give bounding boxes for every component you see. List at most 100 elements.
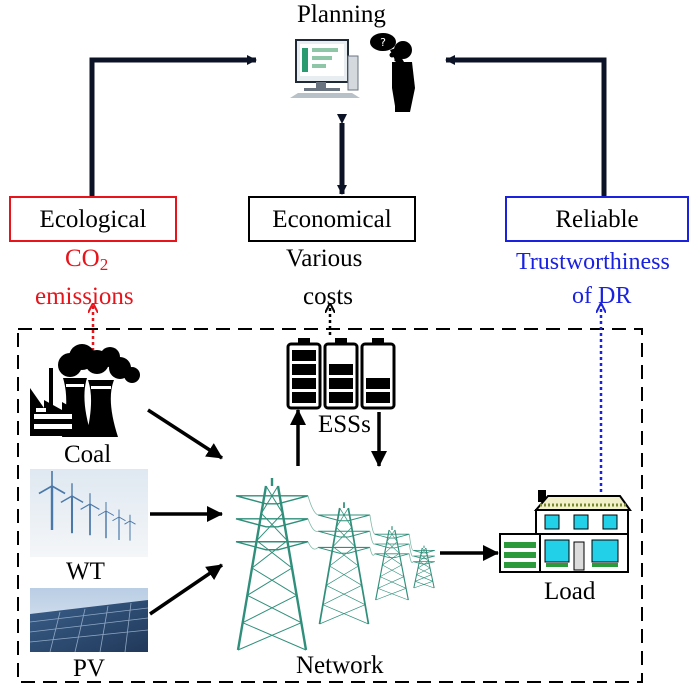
wind-turbines-group	[38, 471, 136, 541]
turbine-blade	[38, 485, 53, 495]
tower-brace	[251, 540, 288, 569]
tower-brace	[413, 581, 433, 589]
tower-brace	[382, 553, 400, 566]
turbine-blade	[112, 516, 120, 522]
turbine-blade	[60, 495, 73, 503]
tower-brace	[375, 588, 407, 601]
co2-sub: 2	[99, 255, 109, 274]
reliable-label: Reliable	[555, 205, 639, 233]
tower-brace	[322, 585, 362, 605]
tower-arm	[374, 543, 410, 549]
tower-arm	[317, 546, 371, 554]
ecological-label: Ecological	[39, 205, 147, 233]
tower-brace	[247, 567, 293, 596]
battery-cell	[292, 350, 316, 361]
tower-brace	[384, 553, 402, 566]
battery-terminal	[298, 338, 310, 344]
tower-brace	[380, 576, 407, 589]
tower-brace	[237, 622, 302, 651]
tower-brace	[415, 574, 432, 582]
power-line	[369, 531, 375, 545]
tower-brace	[326, 565, 359, 586]
economical-box: Economical	[248, 196, 416, 242]
power-line	[369, 547, 376, 556]
co2-main: CO	[65, 245, 100, 272]
power-line	[307, 495, 319, 516]
wind-turbine-icon	[30, 469, 148, 557]
tower-brace	[336, 507, 349, 528]
tower-brace	[416, 574, 433, 582]
wt-label: WT	[66, 558, 105, 585]
trustworthiness-note: Trustworthiness	[516, 249, 670, 275]
network-label: Network	[296, 652, 384, 679]
tower-arm	[413, 550, 435, 554]
turbine-blade	[80, 503, 91, 510]
tower-brace	[420, 547, 427, 555]
power-line	[408, 534, 414, 551]
tower-brace	[377, 576, 404, 589]
tower-brace	[326, 585, 366, 605]
tower-brace	[386, 529, 396, 542]
planning-title: Planning	[297, 1, 386, 28]
battery-cell	[329, 378, 353, 389]
battery-cell	[292, 378, 316, 389]
power-line	[408, 543, 414, 557]
tower-arm	[413, 555, 435, 559]
house-icon	[499, 490, 632, 573]
thinking-person-icon: ?	[370, 33, 415, 112]
battery-icon	[286, 338, 396, 410]
tower-brace	[256, 540, 293, 569]
turbine-blade	[97, 510, 107, 516]
tower-brace	[419, 561, 431, 569]
tower-brace	[329, 565, 362, 586]
tower-arm	[374, 553, 410, 559]
ecological-box: Ecological	[9, 196, 177, 242]
tower-arm	[235, 495, 309, 505]
tower-brace	[329, 546, 356, 567]
turbine-blade	[105, 510, 115, 516]
battery-terminal	[335, 338, 347, 344]
tower-leg	[318, 507, 341, 625]
tower-brace	[322, 604, 369, 625]
tower-brace	[265, 485, 284, 514]
economical-label: Economical	[272, 205, 392, 233]
tower-brace	[382, 564, 404, 577]
tower-brace	[380, 564, 402, 577]
battery-cell	[366, 392, 390, 403]
tower-arm	[374, 533, 410, 539]
battery-terminal	[372, 338, 384, 344]
power-line	[369, 514, 376, 535]
turbine-blade	[124, 520, 131, 525]
esss-label: ESSs	[318, 411, 371, 438]
tower-brace	[417, 561, 429, 569]
solar-panel-icon	[29, 588, 149, 653]
tower-arm	[235, 518, 309, 528]
tower-brace	[416, 567, 431, 575]
computer-icon	[290, 39, 360, 98]
tower-brace	[421, 547, 428, 555]
tower-brace	[242, 622, 307, 651]
coal-plant-icon	[30, 344, 140, 437]
battery-cell	[329, 364, 353, 375]
battery-cell	[292, 364, 316, 375]
tower-brace	[415, 581, 435, 589]
tower-brace	[388, 529, 398, 542]
coal-label: Coal	[64, 441, 112, 468]
tower-brace	[339, 507, 352, 528]
transmission-tower-icon	[235, 478, 435, 651]
battery-cell	[329, 392, 353, 403]
emissions-note: emissions	[35, 283, 134, 310]
power-line	[408, 553, 414, 564]
tower-brace	[417, 567, 432, 575]
power-line	[307, 518, 319, 532]
battery-cell	[366, 378, 390, 389]
load-label: Load	[544, 578, 596, 605]
various-note: Various	[286, 245, 363, 272]
tower-arm	[235, 541, 309, 551]
tower-brace	[251, 567, 297, 596]
flow-arrows	[147, 408, 499, 616]
tower-arm	[317, 514, 371, 522]
tower-leg	[347, 507, 370, 625]
